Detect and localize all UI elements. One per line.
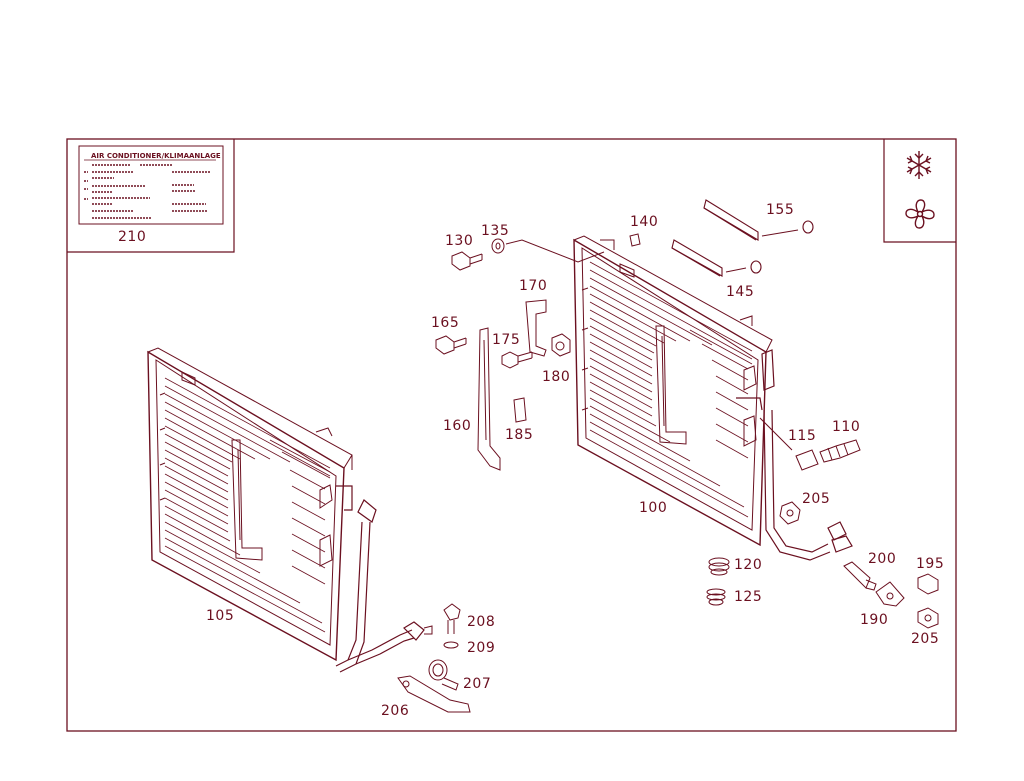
- bracket-190: [875, 581, 905, 607]
- label-plate: [78, 145, 224, 225]
- washer-135: [491, 238, 605, 263]
- label-plate-title: AIR CONDITIONER/KLIMAANLAGE: [91, 152, 221, 160]
- callout-130: 130: [445, 233, 473, 249]
- condenser-105-fins: [164, 377, 331, 633]
- callout-208: 208: [467, 614, 495, 630]
- callout-170: 170: [519, 278, 547, 294]
- nut-205-a: [779, 501, 801, 525]
- callout-165: 165: [431, 315, 459, 331]
- condenser-100: [573, 235, 853, 561]
- label-plate-lines: [84, 164, 210, 219]
- nut-205-b: [917, 607, 939, 629]
- callout-195: 195: [916, 556, 944, 572]
- clip-140: [629, 233, 641, 247]
- washer-209: [443, 641, 459, 649]
- bracket-160: [477, 327, 501, 471]
- callouts: 100 105 110 115 120 125 130 135 140 145 …: [206, 202, 944, 719]
- spacer-185: [513, 397, 527, 423]
- callout-205-b: 205: [911, 631, 939, 647]
- bolt-130: [451, 251, 483, 271]
- callout-180: 180: [542, 369, 570, 385]
- valve-200: [843, 561, 877, 591]
- nut-195: [917, 573, 939, 595]
- callout-209: 209: [467, 640, 495, 656]
- switch-110: [819, 439, 861, 463]
- callout-105: 105: [206, 608, 234, 624]
- callout-140: 140: [630, 214, 658, 230]
- callout-200: 200: [868, 551, 896, 567]
- callout-145: 145: [726, 284, 754, 300]
- bolt-165: [435, 335, 467, 355]
- icon-panel: [883, 139, 956, 243]
- grommet-125: [706, 588, 726, 606]
- diagram-frame: [66, 138, 957, 732]
- seal-strip-155: [703, 199, 814, 241]
- callout-175: 175: [492, 332, 520, 348]
- clamp-207: [428, 659, 459, 691]
- condenser-105: [147, 347, 433, 673]
- snowflake-icon: [906, 151, 932, 179]
- callout-210: 210: [118, 229, 146, 245]
- callout-120: 120: [734, 557, 762, 573]
- callout-125: 125: [734, 589, 762, 605]
- callout-206: 206: [381, 703, 409, 719]
- bracket-206: [397, 675, 471, 713]
- callout-185: 185: [505, 427, 533, 443]
- callout-100: 100: [639, 500, 667, 516]
- drier-115: [759, 417, 819, 471]
- callout-155: 155: [766, 202, 794, 218]
- bolt-208: [443, 603, 461, 634]
- callout-207: 207: [463, 676, 491, 692]
- fan-icon: [905, 199, 935, 229]
- condenser-100-fins: [589, 261, 753, 518]
- nut-180: [551, 333, 571, 357]
- callout-135: 135: [481, 223, 509, 239]
- label-plate-panel: AIR CONDITIONER/KLIMAANLAGE 210: [67, 139, 235, 253]
- bracket-170: [525, 299, 547, 357]
- callout-160: 160: [443, 418, 471, 434]
- seal-strip-145: [671, 239, 762, 277]
- callout-115: 115: [788, 428, 816, 444]
- grommet-120: [708, 557, 730, 576]
- bolt-175: [501, 351, 533, 369]
- callout-205-a: 205: [802, 491, 830, 507]
- callout-110: 110: [832, 419, 860, 435]
- callout-190: 190: [860, 612, 888, 628]
